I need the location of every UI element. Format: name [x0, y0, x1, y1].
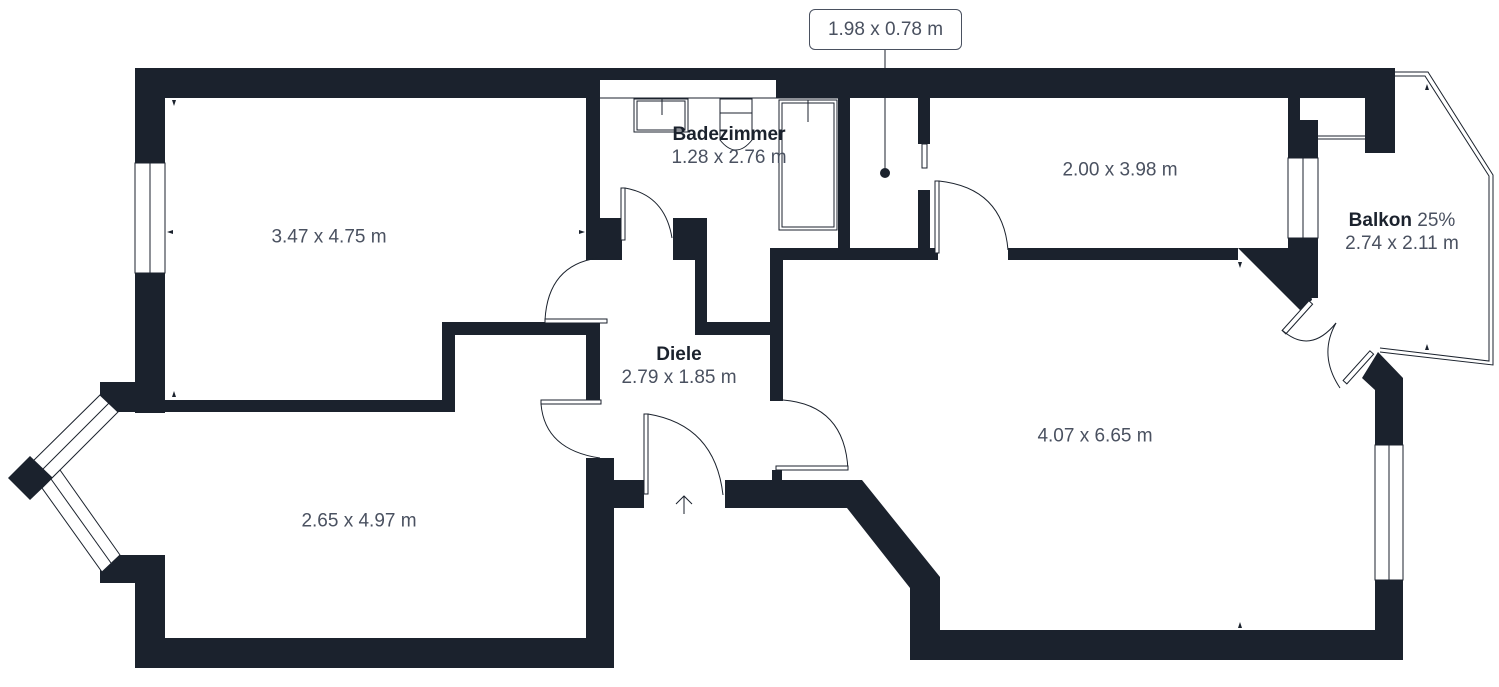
room-label-top-left: 3.47 x 4.75 m	[271, 227, 386, 250]
room-name: Badezimmer	[672, 124, 786, 146]
room-dims: 4.07 x 6.65 m	[1037, 425, 1153, 447]
room-dims: 2.74 x 2.11 m	[1345, 233, 1459, 254]
room-name: Balkon 25%	[1348, 210, 1456, 232]
room-label-balkon: Balkon 25% 2.74 x 2.11 m	[1345, 210, 1459, 256]
room-label-top-right: 2.00 x 3.98 m	[1062, 160, 1177, 183]
room-dims: 2.79 x 1.85 m	[621, 367, 737, 388]
room-label-badezimmer: Badezimmer 1.28 x 2.76 m	[671, 124, 786, 170]
room-dims: 3.47 x 4.75 m	[271, 226, 387, 248]
room-dims: 1.28 x 2.76 m	[671, 147, 787, 168]
room-dims: 2.65 x 4.97 m	[301, 510, 417, 532]
callout-dims: 1.98 x 0.78 m	[827, 18, 944, 40]
room-label-bottom-left: 2.65 x 4.97 m	[301, 511, 416, 534]
room-name: Diele	[656, 344, 702, 366]
room-dims: 2.00 x 3.98 m	[1062, 159, 1178, 181]
dimension-callout: 1.98 x 0.78 m	[809, 9, 962, 50]
room-label-diele: Diele 2.79 x 1.85 m	[621, 344, 736, 390]
room-label-living: 4.07 x 6.65 m	[1037, 426, 1152, 449]
room-share: 25%	[1417, 210, 1456, 232]
wall-left-upper	[135, 68, 165, 163]
arrow-up-icon	[675, 495, 693, 514]
